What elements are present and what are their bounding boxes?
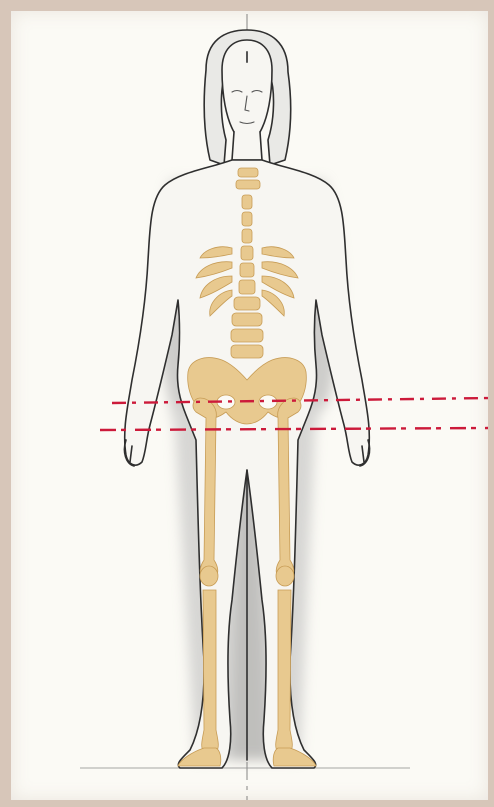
cervical-vertebra bbox=[238, 168, 258, 177]
right-tibia bbox=[276, 590, 293, 752]
right-patella bbox=[276, 566, 294, 586]
cervical-vertebra bbox=[236, 180, 260, 189]
left-patella bbox=[200, 566, 218, 586]
paper-sheet bbox=[11, 11, 488, 800]
left-tibia bbox=[202, 590, 219, 752]
neck bbox=[232, 132, 262, 160]
anatomical-drawing bbox=[11, 11, 488, 800]
